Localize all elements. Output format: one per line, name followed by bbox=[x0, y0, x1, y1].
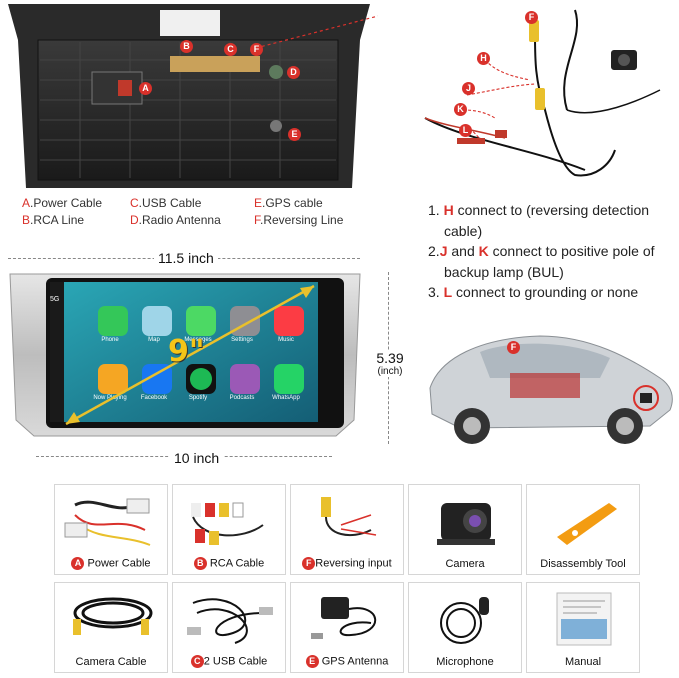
wire-badge-f: F bbox=[525, 11, 538, 24]
app-messages-label: Messages bbox=[184, 337, 212, 343]
app-whatsapp-label: WhatsApp bbox=[272, 395, 300, 401]
accessory-rca-cable: B RCA Cable bbox=[172, 484, 286, 575]
height-unit: (inch) bbox=[377, 366, 403, 377]
car-badge-f: F bbox=[507, 341, 520, 354]
microphone-picture bbox=[409, 583, 523, 655]
manual-picture bbox=[527, 583, 641, 655]
accessory-camera: Camera bbox=[408, 484, 522, 575]
rca-cable-label: RCA Cable bbox=[209, 557, 265, 570]
usb-cable-label: 2 USB Cable bbox=[203, 655, 268, 668]
wire-badge-k: K bbox=[454, 103, 467, 116]
diagonal-size-label: 9" bbox=[168, 334, 205, 369]
accessory-gps-antenna: E GPS Antenna bbox=[290, 582, 404, 673]
instruction-1: 1. H connect to (reversing detection bbox=[428, 202, 650, 218]
reversing-input-badge: F bbox=[302, 557, 316, 570]
accessory-camera-cable: Camera Cable bbox=[54, 582, 168, 673]
car-illustration bbox=[420, 318, 679, 458]
harness-badge-f: F bbox=[250, 43, 263, 56]
wiring-instructions: 1. H connect to (reversing detection cab… bbox=[428, 200, 678, 303]
usb-cable-badge: C bbox=[190, 655, 204, 668]
app-map-label: Map bbox=[148, 337, 160, 343]
width-bottom-label: 10 inch bbox=[170, 450, 224, 466]
disassembly-tool-picture bbox=[527, 485, 641, 557]
app-settings-label: Settings bbox=[231, 337, 253, 343]
app-facebook-label: Facebook bbox=[140, 395, 168, 401]
legend-item-c: C.USB Cable bbox=[130, 196, 202, 210]
accessory-power-cable: A Power Cable bbox=[54, 484, 168, 575]
harness-badge-b: B bbox=[180, 40, 193, 53]
instruction-3: 3. L connect to grounding or none bbox=[428, 284, 639, 300]
microphone-label: Microphone bbox=[436, 656, 494, 668]
app-nowplaying-label: Now Playing bbox=[93, 395, 127, 401]
screen-status: 5G bbox=[50, 296, 60, 303]
app-labels-row2: Now Playing Facebook Spotify Podcasts Wh… bbox=[88, 395, 318, 401]
harness-badge-a: A bbox=[139, 82, 152, 95]
accessory-microphone: Microphone bbox=[408, 582, 522, 673]
app-phone-label: Phone bbox=[101, 337, 119, 343]
camera-cable-label: Camera Cable bbox=[75, 656, 147, 668]
gps-antenna-badge: E bbox=[305, 655, 319, 668]
diagonal-arrow bbox=[60, 280, 320, 430]
instruction-2-cont: backup lamp (BUL) bbox=[444, 263, 564, 280]
instruction-1-cont: cable) bbox=[444, 222, 483, 239]
legend-item-e: E.GPS cable bbox=[254, 196, 323, 210]
width-top-label: 11.5 inch bbox=[154, 250, 218, 266]
manual-label: Manual bbox=[564, 656, 602, 668]
reverse-wire-diagram bbox=[385, 0, 679, 195]
legend-item-b: B.RCA Line bbox=[22, 213, 85, 227]
power-cable-label: Power Cable bbox=[87, 557, 151, 570]
app-spotify-label: Spotify bbox=[188, 395, 208, 401]
wire-badge-j: J bbox=[462, 82, 475, 95]
usb-cable-picture bbox=[173, 583, 287, 655]
gps-antenna-picture bbox=[291, 583, 405, 655]
app-podcasts-label: Podcasts bbox=[229, 395, 255, 401]
harness-badge-e: E bbox=[288, 128, 301, 141]
camera-cable-picture bbox=[55, 583, 169, 655]
disassembly-tool-label: Disassembly Tool bbox=[540, 558, 626, 570]
app-music-label: Music bbox=[278, 337, 294, 343]
rca-cable-picture bbox=[173, 485, 287, 557]
legend-item-f: F.Reversing Line bbox=[254, 213, 344, 227]
accessory-disassembly-tool: Disassembly Tool bbox=[526, 484, 640, 575]
harness-badge-c: C bbox=[224, 43, 237, 56]
instruction-2: 2.J and K connect to positive pole of bbox=[428, 243, 655, 259]
wire-badge-l: L bbox=[459, 124, 472, 137]
camera-label: Camera bbox=[445, 558, 485, 570]
legend-item-a: A.Power Cable bbox=[22, 196, 103, 210]
unit-back-photo bbox=[0, 0, 379, 192]
wire-badge-h: H bbox=[477, 52, 490, 65]
power-cable-badge: A bbox=[71, 557, 85, 570]
height-label: 5.39 (inch) bbox=[368, 350, 412, 377]
reversing-input-label: Reversing input bbox=[315, 557, 392, 570]
gps-antenna-label: GPS Antenna bbox=[321, 655, 389, 668]
app-grid bbox=[96, 304, 316, 414]
power-cable-picture bbox=[55, 485, 169, 557]
harness-badge-d: D bbox=[287, 66, 300, 79]
reversing-input-picture bbox=[291, 485, 405, 557]
camera-picture bbox=[409, 485, 523, 557]
accessory-manual: Manual bbox=[526, 582, 640, 673]
app-labels-row1: Phone Map Messages Settings Music bbox=[88, 337, 318, 343]
rca-cable-badge: B bbox=[193, 557, 207, 570]
height-value: 5.39 bbox=[376, 350, 404, 366]
legend-item-d: D.Radio Antenna bbox=[130, 213, 221, 227]
